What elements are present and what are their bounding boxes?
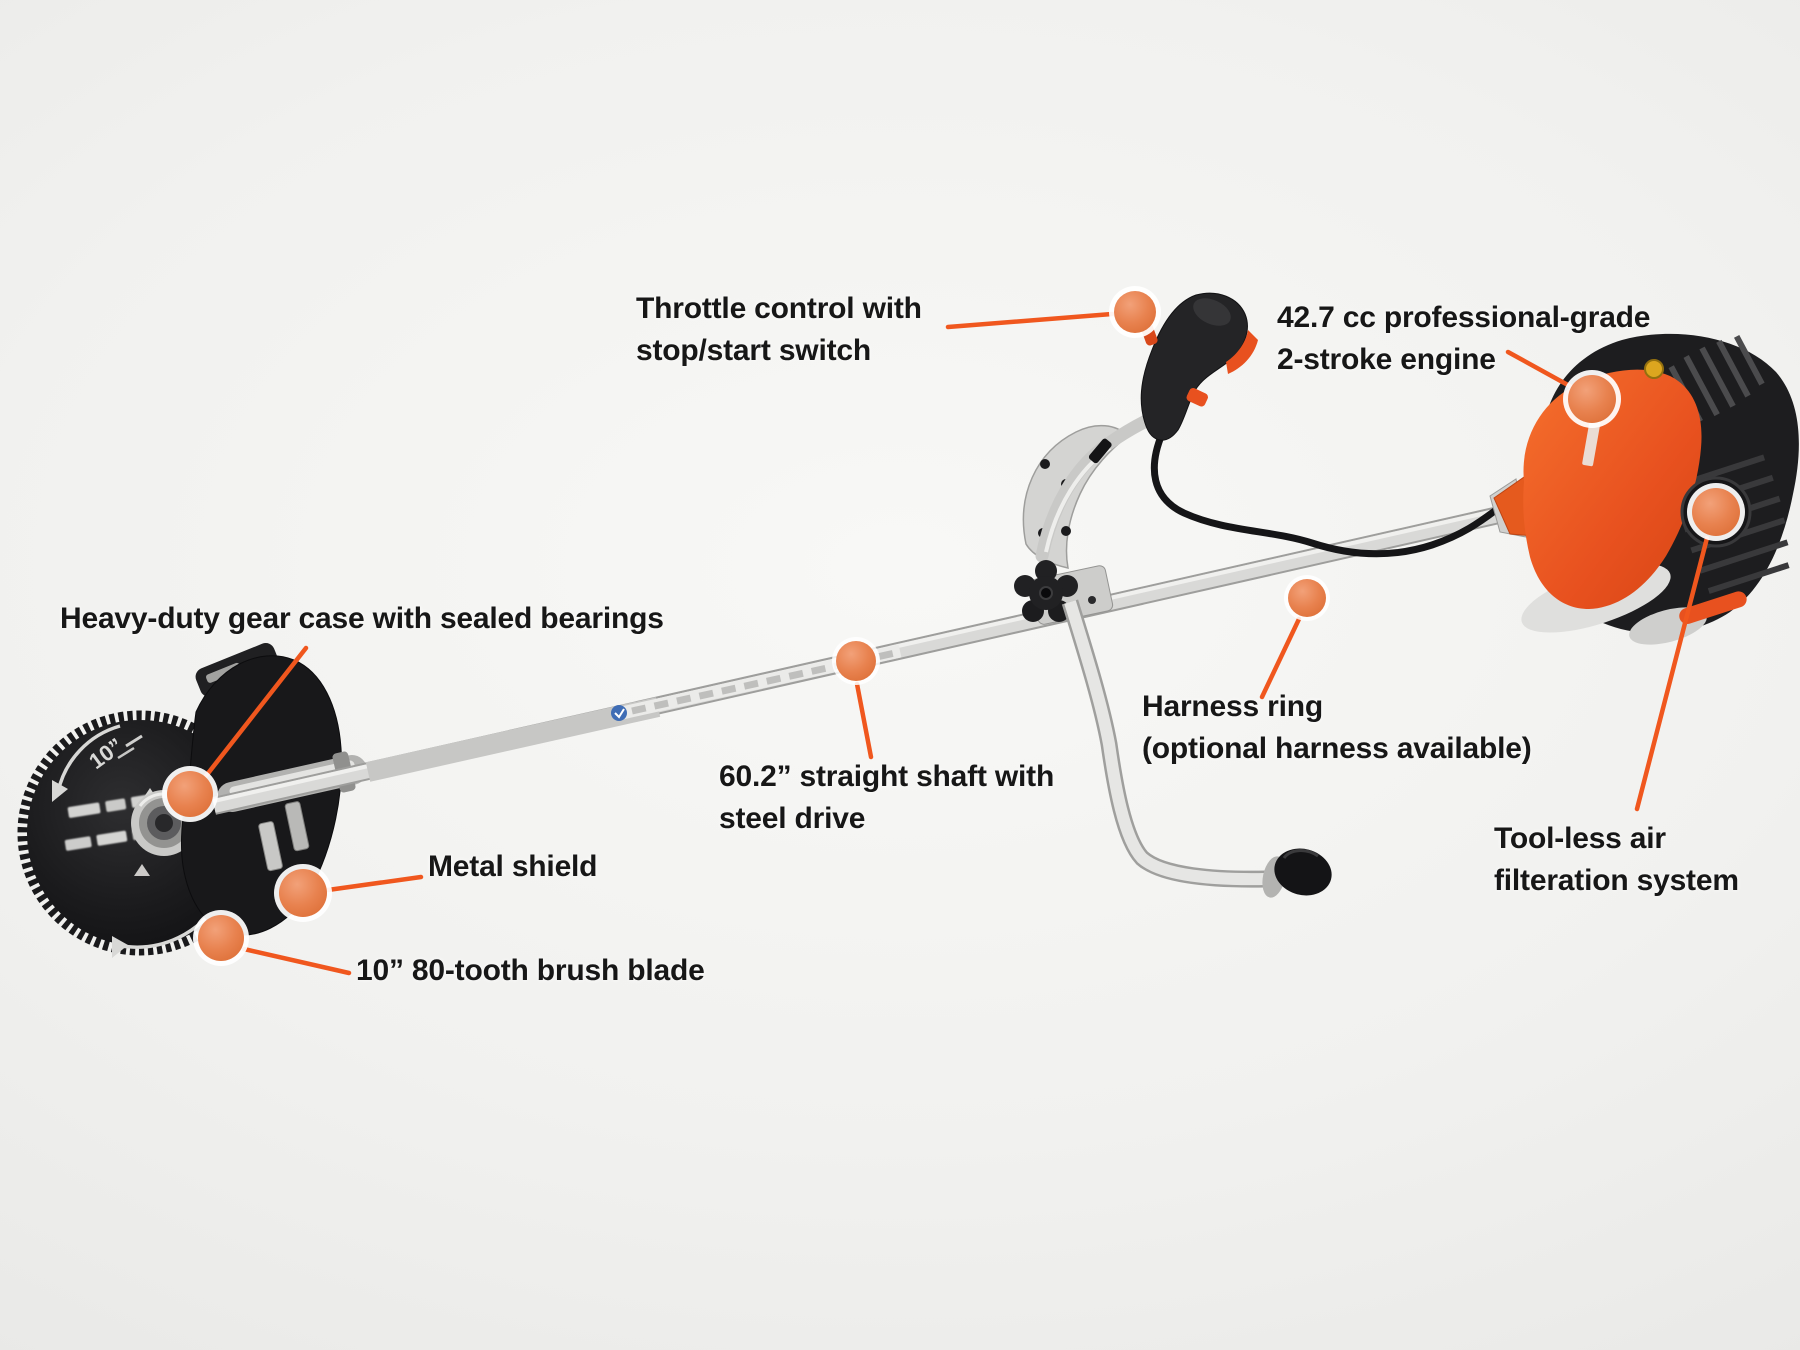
callout-label-metal-shield: Metal shield [428,850,598,883]
throttle-trigger [1226,330,1258,374]
callout-label-throttle-control: Throttle control with stop/start switch [636,292,922,367]
callout-label-harness-ring: Harness ring (optional harness available… [1142,690,1532,765]
engine-label-sticker [1582,419,1601,467]
callout-dots [162,286,1745,966]
leader-straight-shaft [854,681,874,760]
callout-label-engine: 42.7 cc professional-grade 2-stroke engi… [1277,301,1651,376]
leader-metal-shield [325,874,424,893]
leader-air-filtration [1634,535,1710,812]
throttle-handle-graphic [1140,292,1258,441]
shield-brackets [258,801,310,872]
throttle-cable [1150,430,1500,558]
callout-leader-lines [199,311,1710,976]
callout-label-air-filtration: Tool-less air filteration system [1494,822,1739,897]
handle-grip-cap [1274,848,1332,896]
dot-harness-ring [1284,575,1330,621]
dot-air-filtration [1687,483,1745,541]
dot-brush-blade [193,910,249,966]
callout-label-brush-blade: 10” 80-tooth brush blade [356,954,705,987]
leader-engine [1505,349,1580,393]
clamp-knob [1014,560,1078,622]
leader-gear-case [199,645,309,784]
callout-label-gear-case: Heavy-duty gear case with sealed bearing… [60,602,664,635]
handle-clamp-graphic [1014,413,1332,898]
leader-harness-ring [1259,616,1302,700]
dot-metal-shield [274,864,332,922]
leader-throttle-control [945,311,1115,330]
fuel-cap [1644,359,1664,379]
shaft-logo-badge [611,705,627,721]
dot-engine [1563,370,1621,428]
leader-brush-blade [241,946,352,976]
dot-throttle-control [1109,286,1161,338]
dot-gear-case [162,766,218,822]
callout-label-straight-shaft: 60.2” straight shaft with steel drive [719,760,1055,835]
dot-straight-shaft [832,637,880,685]
